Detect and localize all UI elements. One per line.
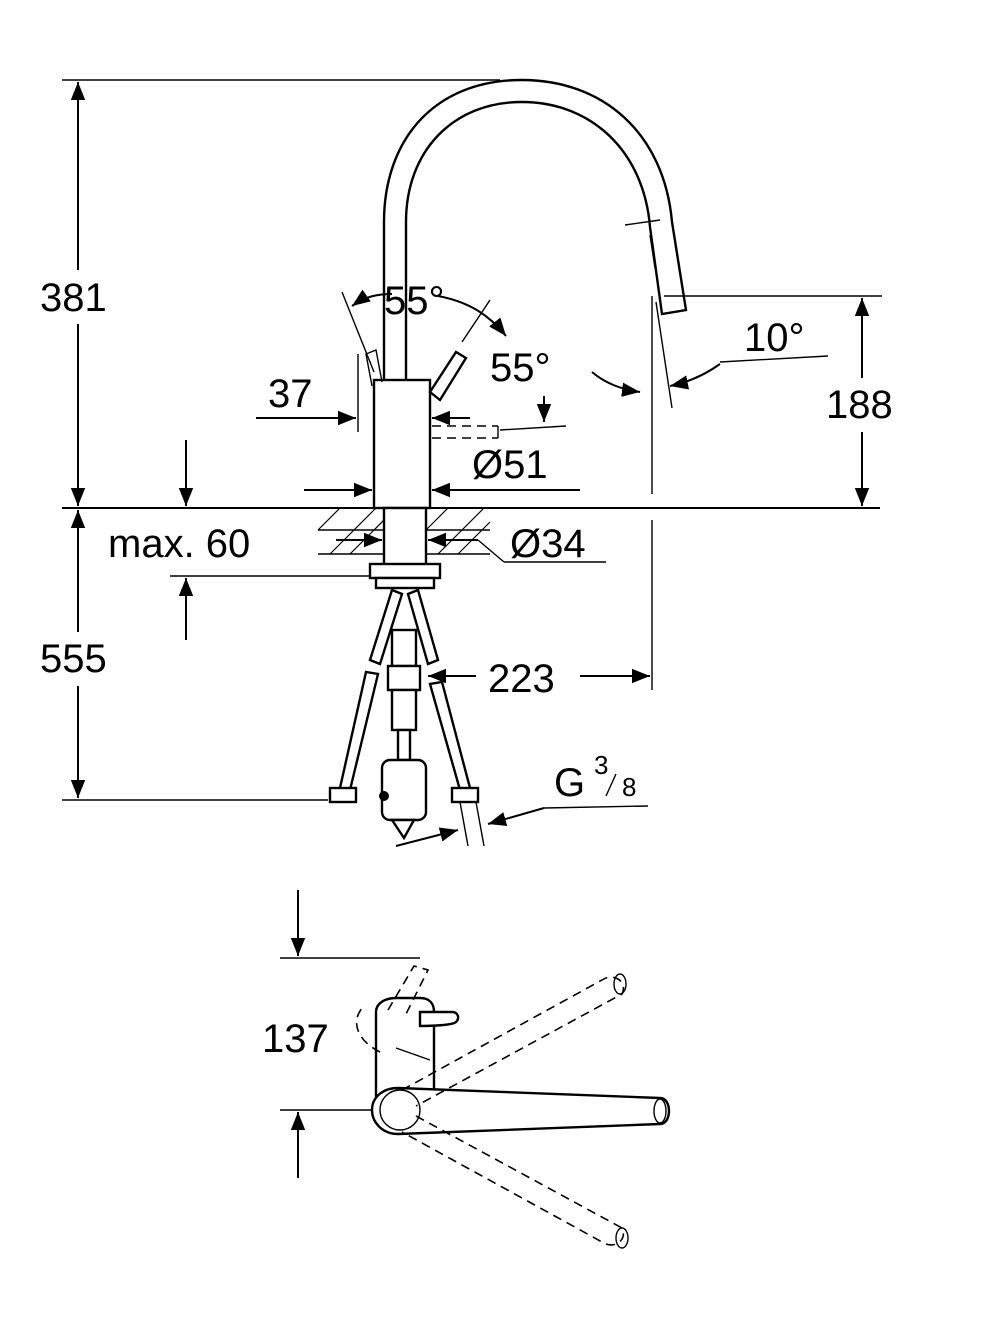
thread-g38-dimension: G 3 8 — [395, 750, 649, 847]
label-d34: Ø34 — [510, 522, 586, 566]
label-137: 137 — [262, 1017, 329, 1061]
lever — [365, 349, 499, 439]
angle-55-dimensions: 55° 55° — [341, 279, 567, 431]
label-223: 223 — [488, 657, 555, 701]
label-55-right: 55° — [490, 346, 551, 390]
label-188: 188 — [826, 383, 893, 427]
label-max60: max. 60 — [108, 522, 250, 566]
height-381-dimension: 381 — [36, 79, 500, 506]
spout — [382, 78, 688, 400]
label-37: 37 — [268, 372, 313, 416]
label-555: 555 — [40, 637, 107, 681]
faucet-body — [372, 378, 432, 510]
label-thread-g: G — [554, 761, 585, 805]
label-55-top: 55° — [384, 279, 445, 323]
label-thread-num: 3 — [594, 750, 608, 780]
reach-223-dimension: 223 — [428, 520, 653, 701]
mounting-and-hoses — [328, 562, 485, 847]
label-381: 381 — [40, 276, 107, 320]
plan-view: 137 — [262, 890, 671, 1249]
base-diameter-51-dimension: Ø51 — [304, 443, 580, 498]
label-10deg: 10° — [744, 316, 805, 360]
max-60-dimension: max. 60 — [108, 440, 370, 640]
shank-diameter-34-dimension: Ø34 — [336, 522, 606, 566]
lever-offset-37-dimension: 37 — [256, 354, 470, 432]
hose-length-555-dimension: 555 — [36, 510, 328, 801]
outlet-height-188-dimension: 188 — [664, 295, 906, 506]
label-d51: Ø51 — [472, 443, 548, 487]
label-thread-den: 8 — [622, 772, 636, 802]
spray-tilt-10-dimension: 10° — [591, 296, 829, 494]
